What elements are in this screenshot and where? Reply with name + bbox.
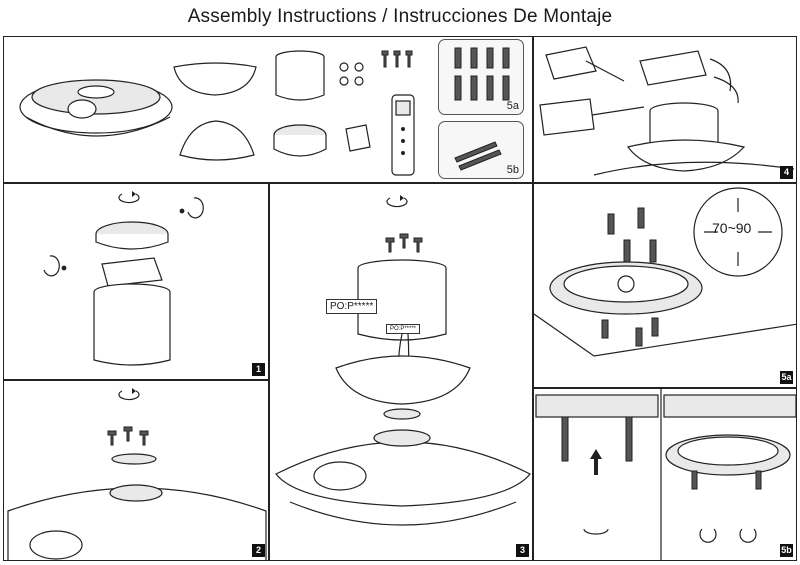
step-4-badge: 4 bbox=[780, 166, 793, 179]
step-4-panel: 4 bbox=[533, 36, 797, 183]
step-4-illustration bbox=[539, 46, 795, 176]
step-2-badge: 2 bbox=[252, 544, 265, 557]
parts-illustration bbox=[19, 50, 415, 176]
mounting-dimension: 70~90 bbox=[712, 220, 752, 236]
step-5b-badge: 5b bbox=[780, 544, 793, 557]
step-3-panel: PO:P***** PO:P***** 3 bbox=[269, 183, 533, 561]
step-5a-illustration bbox=[534, 187, 796, 357]
parts-inset-5b: 5b bbox=[438, 121, 524, 179]
step-3-illustration bbox=[275, 195, 531, 526]
product-code-small-tag: PO:P***** bbox=[386, 324, 421, 334]
step-2-illustration bbox=[7, 388, 267, 560]
step-1-badge: 1 bbox=[252, 363, 265, 376]
parts-inset-5a: 5a bbox=[438, 39, 524, 115]
step-5b-illustration bbox=[535, 389, 796, 560]
step-1-illustration bbox=[43, 191, 204, 366]
inset-5a-label: 5a bbox=[506, 100, 519, 112]
step-5a-badge: 5a bbox=[780, 371, 793, 384]
step-5b-panel: 5b bbox=[533, 388, 797, 561]
step-2-panel: 2 bbox=[3, 380, 269, 561]
product-code-tag: PO:P***** bbox=[326, 299, 378, 314]
step-5a-panel: 70~90 5a bbox=[533, 183, 797, 388]
step-3-badge: 3 bbox=[516, 544, 529, 557]
page-title: Assembly Instructions / Instrucciones De… bbox=[187, 6, 613, 27]
step-1-panel: 1 bbox=[3, 183, 269, 380]
parts-panel: 5a 5b bbox=[3, 36, 533, 183]
inset-5b-label: 5b bbox=[506, 164, 519, 176]
